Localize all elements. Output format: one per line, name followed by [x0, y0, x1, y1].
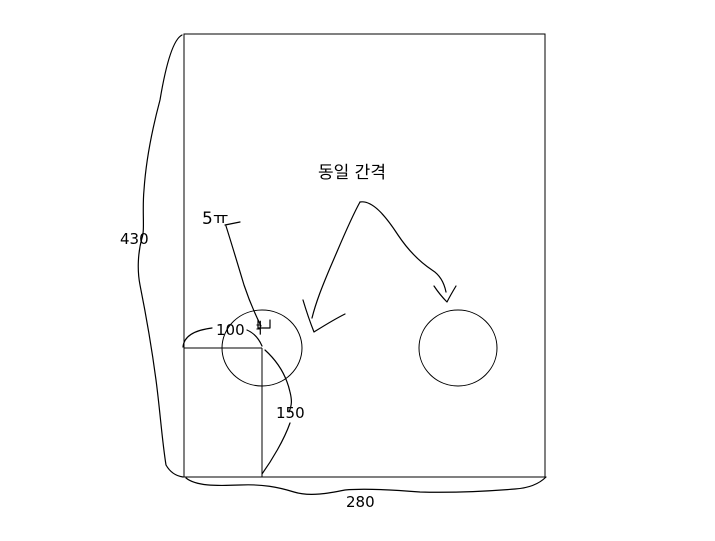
spacing-arrow-left-head [302, 299, 346, 333]
plate-outline [183, 33, 546, 478]
height-label: 430 [120, 230, 149, 248]
spacing-arrow-right-head [433, 285, 457, 303]
x-dimension-arc-right [246, 329, 263, 347]
y-dimension-arc [264, 349, 292, 413]
height-dimension-brace [137, 34, 184, 478]
y-position-label: 150 [276, 404, 305, 422]
diameter-marker [257, 319, 271, 329]
spacing-arrow-right-branch [359, 201, 447, 293]
diameter-note: 5ㅠ [202, 209, 228, 229]
spacing-note: 동일 간격 [318, 163, 386, 183]
width-dimension-brace [185, 476, 547, 495]
x-dimension-arc [182, 327, 213, 348]
diameter-mark: ㅕ [252, 319, 266, 337]
width-label: 280 [346, 493, 375, 511]
diameter-leader-tick [224, 221, 241, 226]
y-dimension-arc-lower [261, 422, 291, 475]
right-hole [418, 309, 498, 387]
diameter-leader [225, 225, 262, 327]
spacing-arrow-left-branch [311, 201, 361, 319]
x-position-label: 100 [216, 321, 245, 339]
